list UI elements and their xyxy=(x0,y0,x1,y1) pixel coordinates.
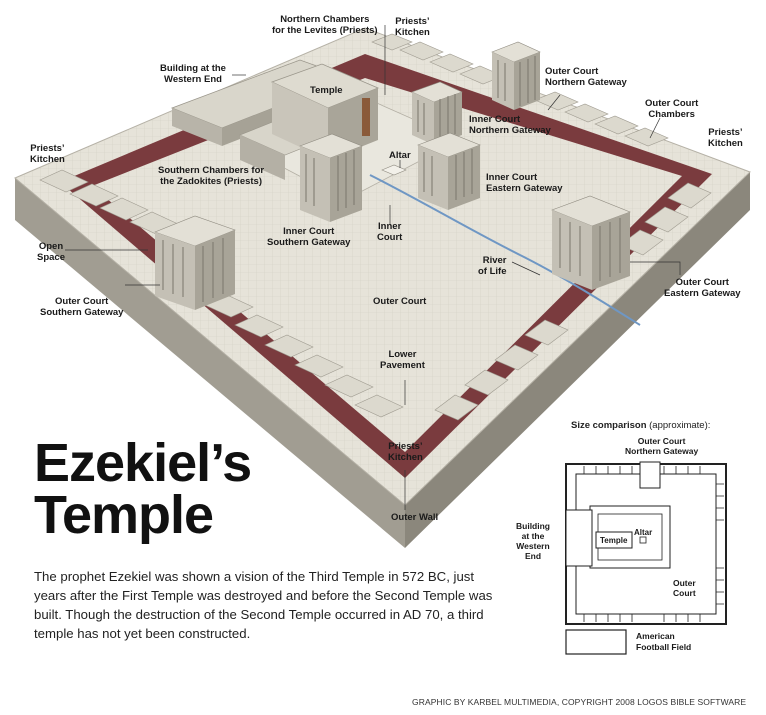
cmp-label-building-western-end: Building at the Western End xyxy=(516,521,550,561)
label-outer-court-northern-gateway: Outer Court Northern Gateway xyxy=(545,66,627,88)
outer-court-eastern-gateway-shape xyxy=(551,195,631,290)
label-inner-court-eastern-gateway: Inner Court Eastern Gateway xyxy=(486,172,563,194)
label-outer-court-southern-gateway: Outer Court Southern Gateway xyxy=(40,296,124,318)
credit-line: GRAPHIC BY KARBEL MULTIMEDIA, COPYRIGHT … xyxy=(412,697,747,707)
cmp-label-northern-gateway: Outer Court Northern Gateway xyxy=(625,436,699,456)
outer-wall-front-left xyxy=(15,178,405,548)
label-inner-court: Inner Court xyxy=(377,221,403,243)
southern-chambers-front xyxy=(240,135,285,180)
label-outer-wall: Outer Wall xyxy=(391,512,439,523)
label-inner-court-southern-gateway: Inner Court Southern Gateway xyxy=(267,226,351,248)
leader-lines xyxy=(65,25,681,510)
label-priests-kitchen-bottom: Priests’ Kitchen xyxy=(388,441,423,463)
label-altar: Altar xyxy=(389,150,411,161)
cmp-label-outer-court: Outer Court xyxy=(673,578,696,598)
outer-wall-front-right xyxy=(405,172,750,548)
label-priests-kitchen-top: Priests’ Kitchen xyxy=(395,16,430,38)
label-priests-kitchen-left: Priests’ Kitchen xyxy=(30,143,65,165)
river-of-life xyxy=(369,174,641,326)
title-line-2: Temple xyxy=(34,485,214,545)
inner-court-northern-gateway-shape xyxy=(411,81,463,145)
label-outer-court: Outer Court xyxy=(373,296,427,307)
label-temple: Temple xyxy=(310,85,343,96)
temple-entrance xyxy=(362,98,370,136)
label-lower-pavement: Lower Pavement xyxy=(380,349,425,371)
label-priests-kitchen-right: Priests’ Kitchen xyxy=(708,127,743,149)
outer-court-northern-gateway-shape xyxy=(491,41,541,110)
label-northern-chambers: Northern Chambers for the Levites (Pries… xyxy=(272,14,378,36)
cmp-label-football-field: American Football Field xyxy=(636,631,692,652)
label-building-western-end: Building at the Western End xyxy=(160,63,226,85)
cmp-label-temple: Temple xyxy=(600,536,628,545)
label-inner-court-northern-gateway: Inner Court Northern Gateway xyxy=(469,114,551,136)
size-comparison-heading: Size comparison (approximate): xyxy=(571,420,711,431)
inner-court-southern-gateway-shape xyxy=(299,133,363,222)
title-line-1: Ezekiel’s xyxy=(34,433,252,493)
label-southern-chambers: Southern Chambers for the Zadokites (Pri… xyxy=(158,165,265,187)
outer-court-inner-ground xyxy=(94,80,680,450)
outer-court-southern-gateway-shape xyxy=(154,215,236,310)
western-building-front xyxy=(172,108,222,146)
label-outer-court-eastern-gateway: Outer Court Eastern Gateway xyxy=(664,277,741,299)
page-title: Ezekiel’s Temple xyxy=(34,433,252,545)
cmp-label-altar: Altar xyxy=(634,528,653,537)
label-open-space: Open Space xyxy=(37,241,65,263)
label-river-of-life: River of Life xyxy=(478,255,507,277)
label-outer-court-chambers: Outer Court Chambers xyxy=(645,98,699,120)
inner-court-eastern-gateway-shape xyxy=(417,132,481,210)
description-text: The prophet Ezekiel was shown a vision o… xyxy=(34,569,493,641)
